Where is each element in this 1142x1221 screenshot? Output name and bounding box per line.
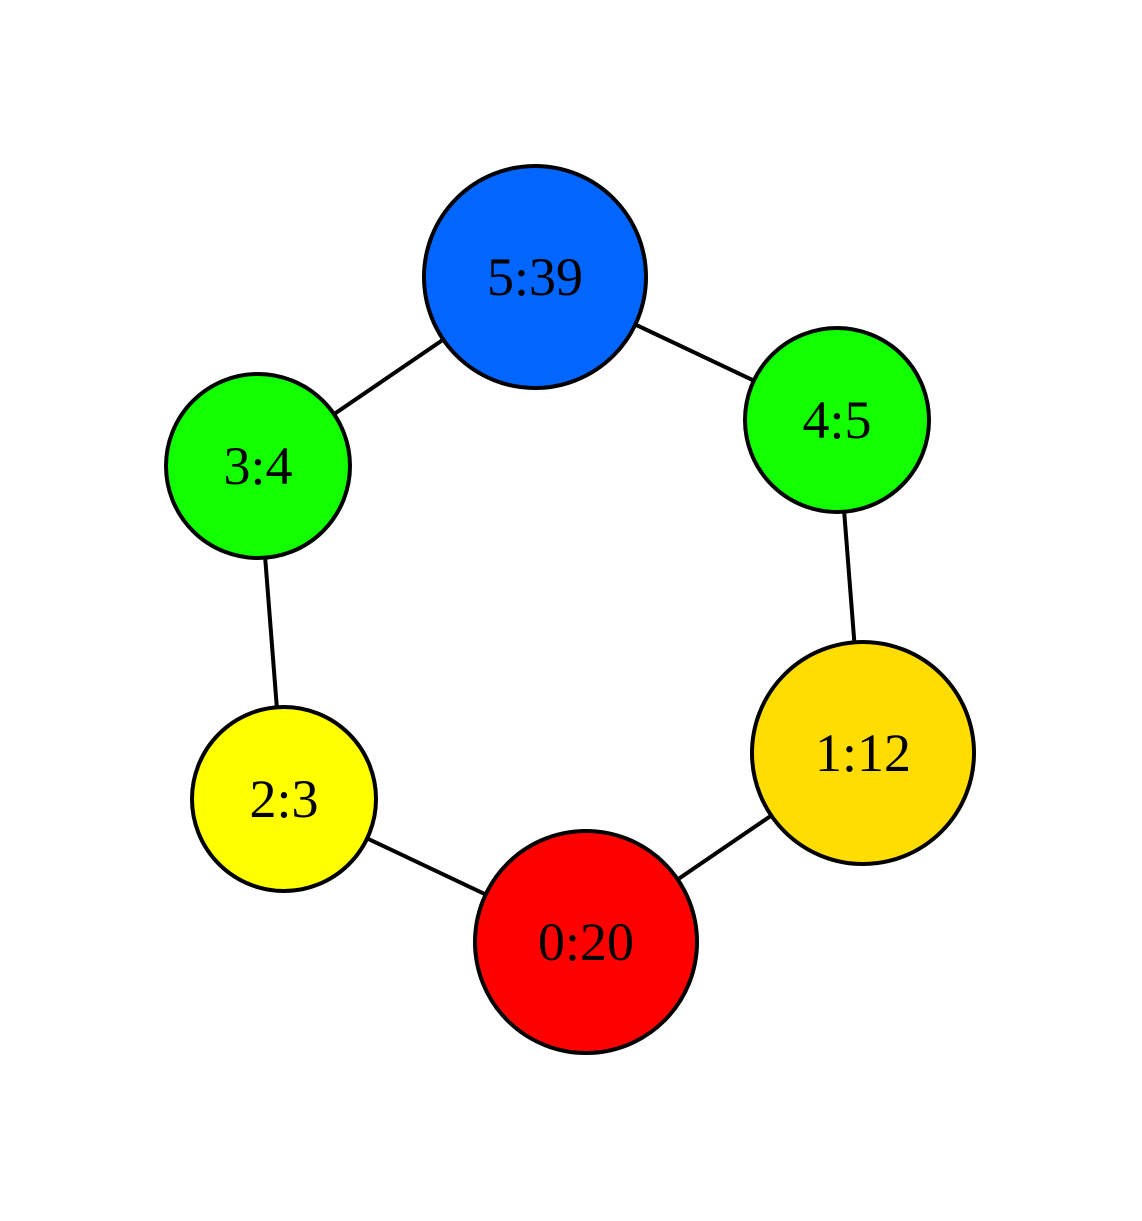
node-0[interactable]: 0:20 xyxy=(473,829,699,1055)
node-4-label: 4:5 xyxy=(802,390,871,450)
node-5[interactable]: 5:39 xyxy=(422,164,648,390)
node-3[interactable]: 3:4 xyxy=(164,372,352,560)
nodes-layer: 5:39 4:5 3:4 1:12 2:3 0:20 xyxy=(164,164,976,1055)
node-1-circle xyxy=(750,640,976,866)
node-5-circle xyxy=(422,164,648,390)
node-3-circle xyxy=(164,372,352,560)
node-1-label: 1:12 xyxy=(815,723,911,783)
node-2[interactable]: 2:3 xyxy=(190,705,378,893)
node-1[interactable]: 1:12 xyxy=(750,640,976,866)
node-4-circle xyxy=(743,326,931,514)
node-5-label: 5:39 xyxy=(487,247,583,307)
node-0-label: 0:20 xyxy=(538,912,634,972)
node-2-label: 2:3 xyxy=(249,769,318,829)
node-0-circle xyxy=(473,829,699,1055)
node-3-label: 3:4 xyxy=(223,436,292,496)
node-2-circle xyxy=(190,705,378,893)
node-4[interactable]: 4:5 xyxy=(743,326,931,514)
